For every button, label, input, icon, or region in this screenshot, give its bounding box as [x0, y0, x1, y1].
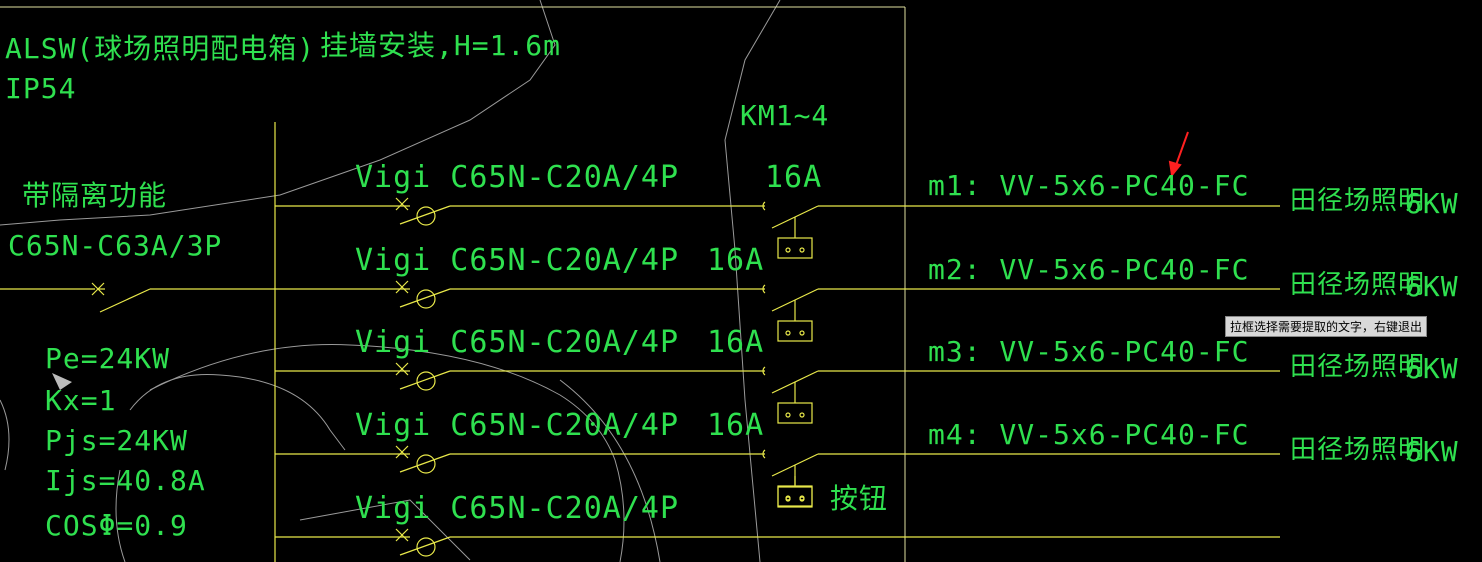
branch-breaker-label: Vigi C65N-C20A/4P	[355, 160, 680, 195]
branch-cable: m1: VV-5x6-PC40-FC	[928, 169, 1250, 202]
red-pointer-arrow-icon	[1168, 131, 1189, 178]
branch-power: 6KW	[1405, 352, 1459, 385]
branch-breaker-label: Vigi C65N-C20A/4P	[355, 491, 680, 526]
branch-circuit	[275, 362, 1280, 424]
branch-cable: m3: VV-5x6-PC40-FC	[928, 335, 1250, 368]
pushbutton-symbol	[777, 476, 813, 508]
branch-load: 田径场照明	[1290, 186, 1426, 216]
panel-name: ALSW(球场照明配电箱)	[5, 32, 316, 65]
mount-note: 挂墙安装,H=1.6m	[320, 29, 562, 62]
branch-circuit	[275, 280, 1280, 342]
busbar	[0, 122, 276, 562]
branch-rating: 16A	[765, 160, 823, 195]
branch-circuits	[275, 197, 1280, 557]
branch-rating: 16A	[707, 243, 765, 278]
branch-cable: m4: VV-5x6-PC40-FC	[928, 418, 1250, 451]
panel-ip-rating: IP54	[5, 72, 77, 105]
branch-rating: 16A	[707, 408, 765, 443]
branch-breaker-label: Vigi C65N-C20A/4P	[355, 325, 680, 360]
main-breaker-label: C65N-C63A/3P	[8, 229, 223, 262]
branch-breaker-label: Vigi C65N-C20A/4P	[355, 243, 680, 278]
isolation-note: 带隔离功能	[22, 179, 168, 212]
branch-load: 田径场照明	[1290, 352, 1426, 382]
contactor-label: KM1~4	[740, 99, 830, 132]
branch-power: 6KW	[1405, 187, 1459, 220]
branch-circuit	[275, 528, 1280, 557]
branch-power: 6KW	[1405, 435, 1459, 468]
branch-load: 田径场照明	[1290, 435, 1426, 465]
panel-frame	[0, 6, 906, 562]
cursor-arrow-icon	[52, 373, 72, 390]
selection-tooltip: 拉框选择需要提取的文字，右键退出	[1225, 316, 1428, 337]
cos-phi-value: COSΦ=0.9	[45, 509, 188, 542]
branch-cable: m2: VV-5x6-PC40-FC	[928, 253, 1250, 286]
pjs-value: Pjs=24KW	[45, 424, 188, 457]
background-sketch-lines	[0, 0, 781, 562]
kx-value: Kx=1	[45, 384, 117, 417]
branch-rating: 16A	[707, 325, 765, 360]
branch-power: 6KW	[1405, 270, 1459, 303]
ijs-value: Ijs=40.8A	[45, 464, 206, 497]
branch-breaker-label: Vigi C65N-C20A/4P	[355, 408, 680, 443]
branch-load: 田径场照明	[1290, 270, 1426, 300]
button-label: 按钮	[830, 482, 889, 515]
pe-value: Pe=24KW	[45, 342, 171, 375]
branch-circuit	[275, 197, 1280, 259]
